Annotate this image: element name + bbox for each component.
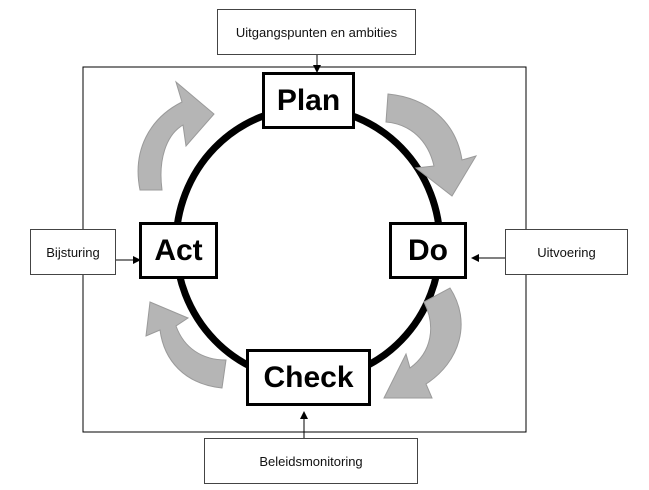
curved-arrow-icon-plan-do [385,93,478,197]
stage-check: Check [246,349,371,406]
stage-do: Do [389,222,467,279]
curved-arrow-icon-act-plan [137,80,215,191]
input-label-bottom: Beleidsmonitoring [204,438,418,484]
input-label-right: Uitvoering [505,229,628,275]
curved-arrow-icon-check-act [145,301,227,389]
curved-arrow-icon-do-check [383,287,462,399]
input-label-left: Bijsturing [30,229,116,275]
input-label-top: Uitgangspunten en ambities [217,9,416,55]
stage-act: Act [139,222,218,279]
stage-plan: Plan [262,72,355,129]
